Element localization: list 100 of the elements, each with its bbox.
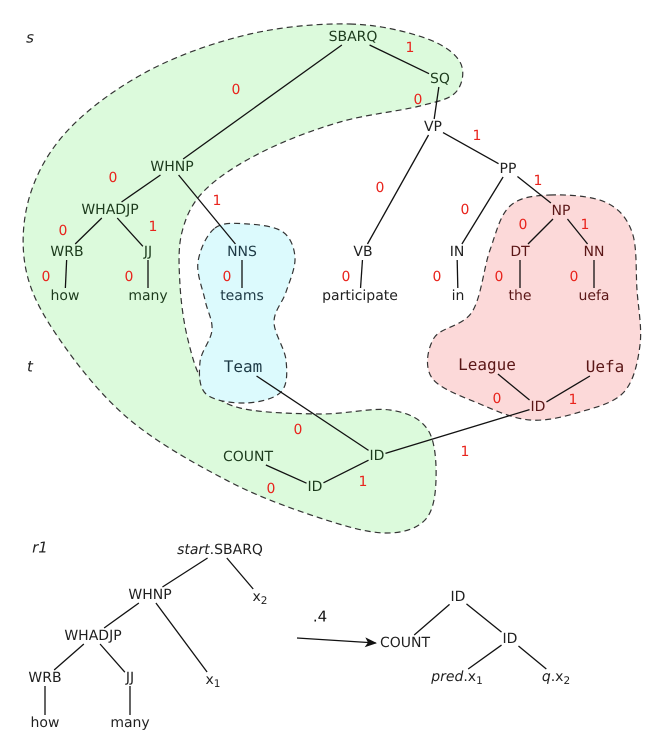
edge-label: 0 <box>42 270 50 284</box>
tree-node-label: WHNP <box>128 588 172 602</box>
edge-label: 0 <box>494 270 504 284</box>
tree-edge <box>546 375 590 402</box>
tree-edge <box>104 602 140 629</box>
edge-label: 0 <box>266 482 276 496</box>
tree-node-label: uefa <box>578 289 610 303</box>
arrow <box>296 637 377 648</box>
tree-node-label: how <box>50 289 80 303</box>
edge-label: 1 <box>358 475 368 489</box>
tree-edge <box>466 603 502 633</box>
tree-label: r1 <box>32 540 48 556</box>
tree-label: s <box>26 30 34 46</box>
tree-node-label: ID <box>502 632 518 646</box>
tree-node-label: PP <box>500 162 516 176</box>
tree-node-label: JJ <box>144 245 152 259</box>
tree-edge <box>593 260 595 288</box>
tree-edge <box>360 260 364 288</box>
edge-label: 1 <box>148 220 158 234</box>
tree-edge <box>414 604 450 636</box>
tree-label: t <box>27 360 33 374</box>
tree-node-label: NN <box>584 245 604 259</box>
tree-edge <box>129 686 131 715</box>
tree-edge <box>434 86 440 120</box>
edge-label: 0 <box>376 181 384 195</box>
tree-edge <box>498 374 530 401</box>
edge-label: 1 <box>568 393 578 407</box>
tree-edge <box>461 176 504 244</box>
tree-edge <box>54 644 84 670</box>
tree-node-label: JJ <box>126 671 134 685</box>
edge-label: 0 <box>460 203 470 217</box>
edge-label: 0 <box>124 270 134 284</box>
tree-node-label: NP <box>552 204 570 218</box>
tree-node-label: start.SBARQ <box>177 543 263 557</box>
edge-label: 1 <box>406 41 414 55</box>
tree-node-label: WRB <box>28 671 62 685</box>
tree-edge <box>162 557 208 588</box>
tree-node-label: pred.x$_{1}$ <box>431 670 483 684</box>
tree-node-label: ID <box>450 590 466 604</box>
tree-edge <box>566 218 588 244</box>
tree-edge <box>369 44 430 74</box>
tree-edge <box>155 602 208 672</box>
tree-edge <box>323 460 369 484</box>
tree-node-label: NNS <box>227 245 257 259</box>
tree-edge <box>64 260 68 288</box>
tree-node-label: q.x$_{2}$ <box>542 670 570 684</box>
tree-node-label: teams <box>220 289 264 303</box>
tree-edge <box>121 174 161 203</box>
tree-edge <box>528 218 554 244</box>
tree-edge <box>519 260 521 288</box>
edge-label: 1 <box>212 194 222 208</box>
edge-label: 0 <box>518 218 528 232</box>
tree-node-label: Team <box>224 359 262 375</box>
edge-label: 0 <box>294 423 302 437</box>
edge-label: 0 <box>58 224 68 238</box>
tree-node-label: many <box>128 289 168 303</box>
tree-edge <box>256 375 369 451</box>
tree-node-label: WHADJP <box>81 203 139 217</box>
edge-label: 1 <box>580 218 590 232</box>
tree-node-label: participate <box>322 289 398 303</box>
tree-node-label: COUNT <box>222 450 274 464</box>
tree-node-label: WHNP <box>150 160 194 174</box>
tree-node-label: DT <box>510 245 530 259</box>
edge-label: 0 <box>222 270 232 284</box>
edge-label: 0 <box>342 270 350 284</box>
tree-node-label: x$_{2}$ <box>252 590 268 604</box>
tree-node-label: how <box>30 716 60 730</box>
tree-edge <box>226 558 254 590</box>
edge-label: 0 <box>232 83 240 97</box>
edge-label: 0 <box>432 270 442 284</box>
tree-node-label: League <box>458 357 516 373</box>
edge-label: 0 <box>108 171 118 185</box>
tree-edge <box>385 408 530 454</box>
edge-label: 0 <box>414 93 422 107</box>
edge-label: .4 <box>312 610 328 624</box>
tree-node-label: the <box>508 289 532 303</box>
tree-edge <box>518 645 547 670</box>
edge-label: 1 <box>472 129 482 143</box>
tree-edge <box>44 686 46 715</box>
tree-edge <box>116 218 144 247</box>
tree-edge <box>266 464 307 484</box>
tree-edge <box>100 644 126 673</box>
tree-edge <box>182 44 342 160</box>
edge-label: 0 <box>570 270 578 284</box>
tree-node-label: ID <box>530 400 546 414</box>
tree-edge <box>147 260 149 288</box>
tree-edge <box>456 260 458 288</box>
tree-node-label: SQ <box>430 72 450 86</box>
tree-node-label: WHADJP <box>64 629 122 643</box>
edge-label: 0 <box>492 392 502 406</box>
tree-node-label: ID <box>370 449 384 463</box>
tree-edge <box>74 218 102 244</box>
tree-node-label: ID <box>308 480 322 494</box>
tree-edge <box>517 176 552 204</box>
tree-node-label: VB <box>353 245 373 259</box>
tree-node-label: x$_{1}$ <box>206 673 220 687</box>
tree-edge <box>468 644 502 670</box>
edge-label: 1 <box>534 174 542 188</box>
tree-node-label: many <box>110 716 150 730</box>
tree-node-label: Uefa <box>586 359 624 375</box>
